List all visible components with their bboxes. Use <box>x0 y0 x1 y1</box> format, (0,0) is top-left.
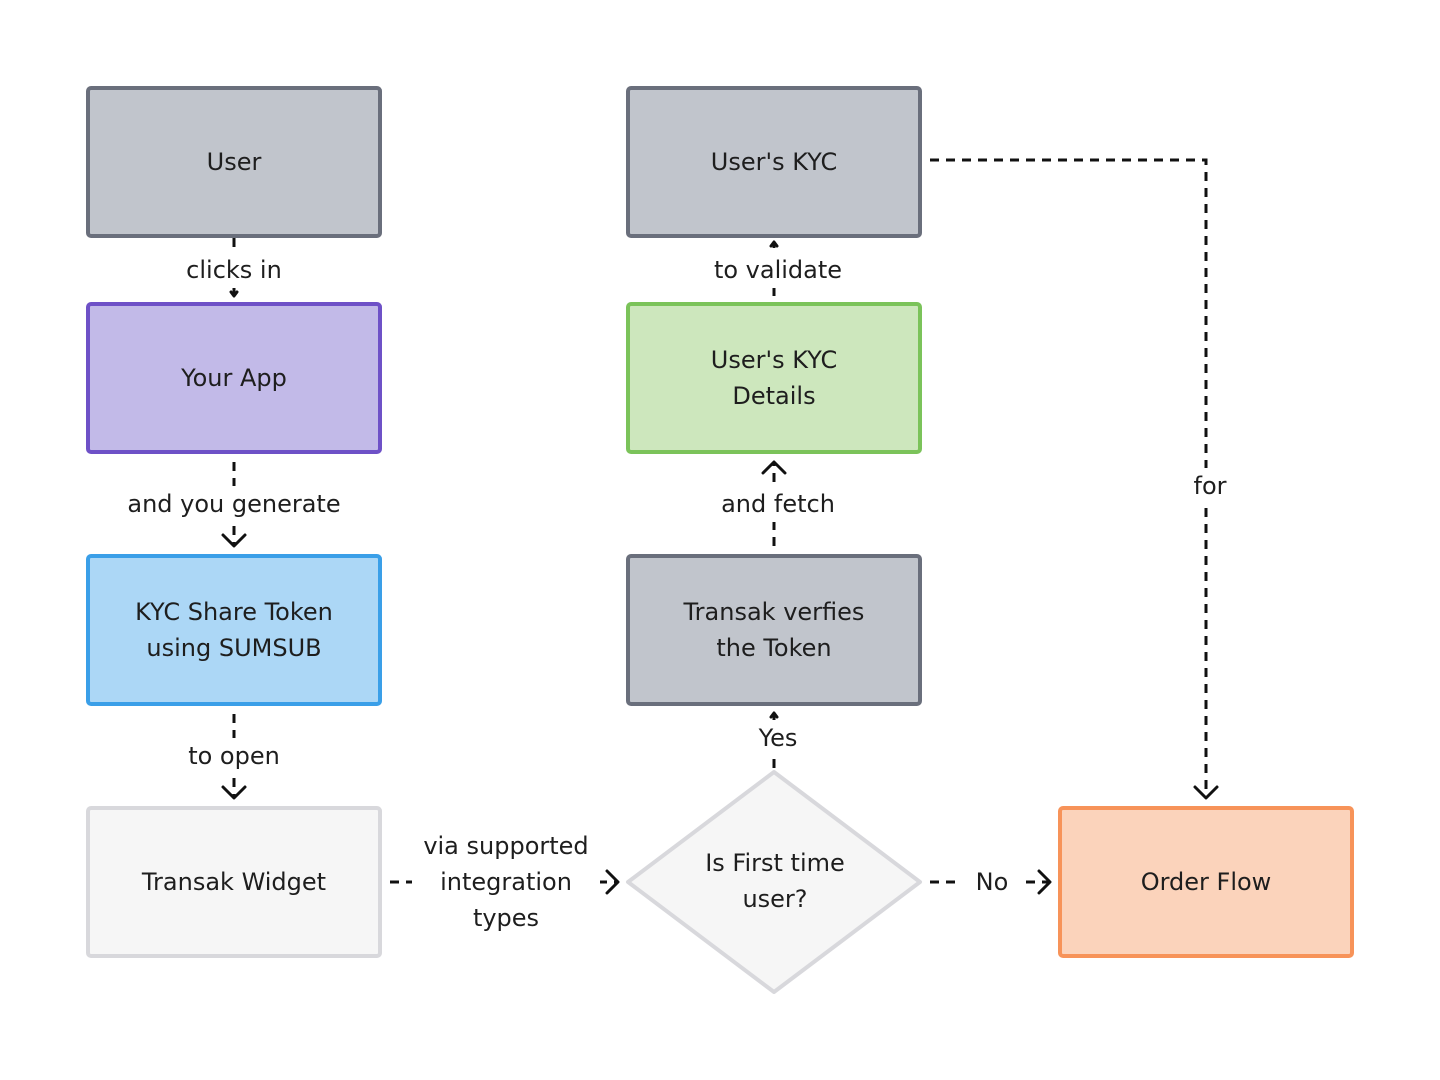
node-users-kyc-label: User's KYC <box>710 148 838 176</box>
edge-label-to-validate: to validate <box>698 252 858 288</box>
node-transak-verifies: Transak verfies the Token <box>626 554 922 706</box>
node-transak-widget: Transak Widget <box>86 806 382 958</box>
edge-label-clicks-in: clicks in <box>174 252 294 288</box>
arrowhead-down-icon <box>229 290 239 298</box>
decision-first-time-user-label: Is First time user? <box>705 849 845 913</box>
arrowhead-right-icon <box>1037 869 1052 895</box>
edge-label-to-open: to open <box>178 738 290 774</box>
arrowhead-right-icon <box>605 869 620 895</box>
node-user: User <box>86 86 382 238</box>
arrowhead-down-icon <box>221 785 247 800</box>
edge-label-yes: Yes <box>748 720 808 756</box>
node-user-label: User <box>206 148 262 176</box>
connector-kyc-to-order <box>930 158 1208 798</box>
decision-diamond <box>626 770 922 994</box>
node-order-flow: Order Flow <box>1058 806 1354 958</box>
node-users-kyc-details: User's KYC Details <box>626 302 922 454</box>
arrowheads <box>221 240 1219 895</box>
arrowhead-up-icon <box>769 711 779 719</box>
edge-label-and-fetch: and fetch <box>706 486 850 522</box>
node-your-app: Your App <box>86 302 382 454</box>
node-users-kyc-details-label: User's KYC Details <box>710 346 838 410</box>
edge-label-no: No <box>962 864 1022 900</box>
node-transak-verifies-label: Transak verfies the Token <box>683 598 865 662</box>
node-transak-widget-label: Transak Widget <box>141 868 327 896</box>
node-your-app-label: Your App <box>181 364 287 392</box>
node-kyc-share-token: KYC Share Token using SUMSUB <box>86 554 382 706</box>
node-order-flow-label: Order Flow <box>1140 868 1272 896</box>
edge-label-for: for <box>1180 468 1240 504</box>
node-kyc-share-token-label: KYC Share Token using SUMSUB <box>135 598 333 662</box>
arrowhead-up-icon <box>761 460 787 475</box>
node-users-kyc: User's KYC <box>626 86 922 238</box>
arrowhead-up-icon <box>769 240 779 248</box>
arrowhead-down-icon <box>1193 785 1219 800</box>
edge-label-and-you-generate: and you generate <box>118 486 350 522</box>
edge-label-via-supported: via supported integration types <box>412 828 600 936</box>
arrowhead-down-icon <box>221 533 247 548</box>
